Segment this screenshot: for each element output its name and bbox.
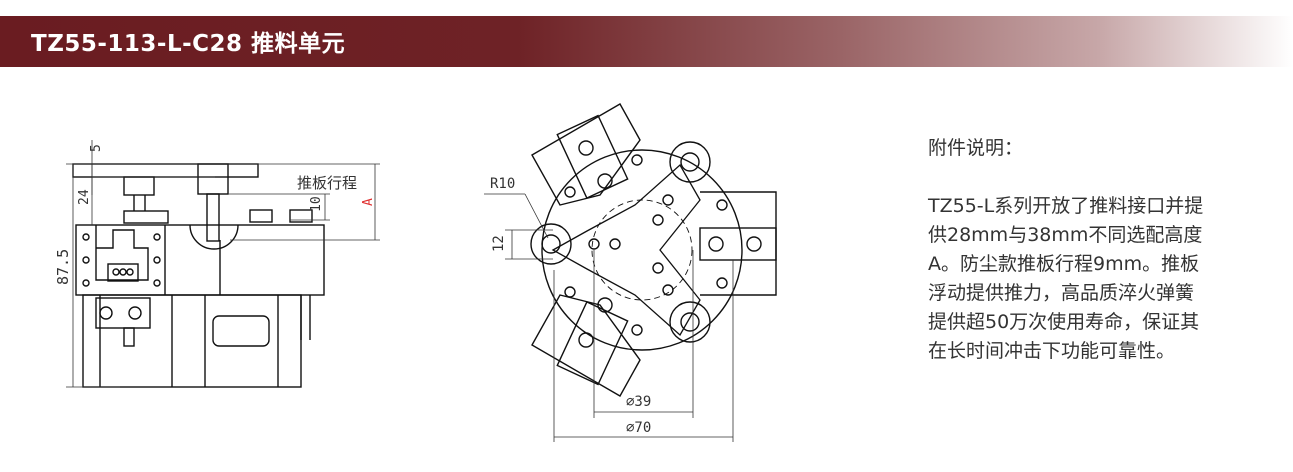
dim-12: 12 — [491, 235, 507, 252]
description-line: TZ55-L系列开放了推料接口并提 — [928, 195, 1204, 217]
dim-24: 24 — [77, 189, 92, 205]
dim-10: 10 — [309, 196, 324, 212]
description-line: 浮动提供推力，高品质淬火弹簧 — [928, 282, 1195, 304]
label-A: A — [361, 198, 376, 206]
push-plate — [72, 163, 259, 178]
top-view-dimensions — [484, 193, 734, 442]
side-view-dimensions — [66, 140, 380, 388]
dim-87-5: 87.5 — [54, 249, 72, 285]
description-line: 供28mm与38mm不同选配高度 — [928, 224, 1203, 246]
side-view-drawing — [72, 163, 325, 388]
description-line: 在长时间冲击下功能可靠性。 — [928, 340, 1176, 362]
label-push-stroke: 推板行程 — [297, 174, 357, 192]
description-line: A。防尘款推板行程9mm。推板 — [928, 253, 1200, 275]
page-title: TZ55-113-L-C28 推料单元 — [31, 31, 346, 57]
dim-5: 5 — [89, 144, 104, 152]
dim-R10: R10 — [490, 176, 515, 192]
dim-diameter-39: ⌀39 — [626, 394, 651, 410]
description-panel: 附件说明： TZ55-L系列开放了推料接口并提 供28mm与38mm不同选配高度… — [928, 134, 1258, 366]
dim-diameter-70: ⌀70 — [626, 420, 651, 436]
title-banner: TZ55-113-L-C28 推料单元 — [0, 16, 1293, 67]
top-view-drawing — [530, 103, 777, 397]
description-line: 提供超50万次使用寿命，保证其 — [928, 311, 1200, 333]
description-heading: 附件说明： — [928, 137, 1024, 159]
